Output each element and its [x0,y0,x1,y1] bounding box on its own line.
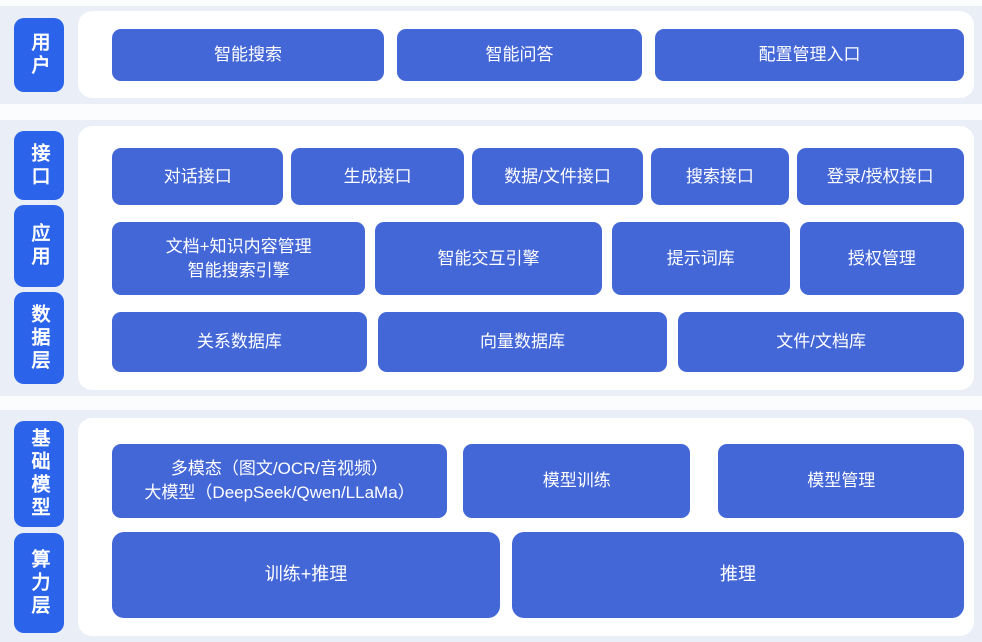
user-layer-row: 智能搜索 智能问答 配置管理入口 [112,28,964,81]
block-relational-database: 关系数据库 [112,312,367,372]
block-model-training: 模型训练 [463,444,691,518]
band-user-layer: 用户 智能搜索 智能问答 配置管理入口 [0,6,982,104]
block-file-document-store: 文件/文档库 [678,312,964,372]
layer-label-application: 应用 [14,205,64,287]
compute-layer-row: 训练+推理 推理 [112,532,964,618]
layer-label-user: 用户 [14,18,64,92]
foundation-compute-card: 多模态（图文/OCR/音视频） 大模型（DeepSeek/Qwen/LLaMa）… [78,418,974,636]
block-config-management-entry: 配置管理入口 [655,28,964,81]
block-intelligent-search: 智能搜索 [112,28,384,81]
layer-label-foundation-model: 基础模型 [14,421,64,527]
middle-layers-card: 对话接口 生成接口 数据/文件接口 搜索接口 登录/授权接口 文档+知识内容管理… [78,126,974,390]
middle-layers-label-column: 接口 应用 数据层 [0,120,78,396]
block-prompt-library: 提示词库 [611,222,790,295]
block-data-file-api: 数据/文件接口 [471,148,644,205]
block-intelligent-qa: 智能问答 [397,28,642,81]
foundation-compute-label-column: 基础模型 算力层 [0,410,78,642]
block-doc-knowledge-search-engine: 文档+知识内容管理 智能搜索引擎 [112,222,366,295]
block-auth-management: 授权管理 [799,222,965,295]
block-dialog-api: 对话接口 [112,148,284,205]
block-inference: 推理 [512,532,964,618]
block-vector-database: 向量数据库 [377,312,668,372]
foundation-model-row: 多模态（图文/OCR/音视频） 大模型（DeepSeek/Qwen/LLaMa）… [112,444,964,518]
user-layer-label-column: 用户 [0,6,78,104]
data-layer-row: 关系数据库 向量数据库 文件/文档库 [112,312,964,372]
block-multimodal-llm: 多模态（图文/OCR/音视频） 大模型（DeepSeek/Qwen/LLaMa） [112,444,448,518]
application-row: 文档+知识内容管理 智能搜索引擎 智能交互引擎 提示词库 授权管理 [112,222,965,295]
block-search-api: 搜索接口 [651,148,789,205]
block-generation-api: 生成接口 [291,148,464,205]
user-layer-card: 智能搜索 智能问答 配置管理入口 [78,11,974,98]
block-login-auth-api: 登录/授权接口 [796,148,964,205]
band-middle-layers: 接口 应用 数据层 对话接口 生成接口 数据/文件接口 搜索接口 登录/授权接口… [0,120,982,396]
block-interaction-engine: 智能交互引擎 [375,222,602,295]
layer-label-data-layer: 数据层 [14,292,64,384]
layer-label-interface: 接口 [14,131,64,200]
layer-label-compute-layer: 算力层 [14,533,64,633]
block-model-management: 模型管理 [718,444,964,518]
block-training-plus-inference: 训练+推理 [112,532,500,618]
band-foundation-compute: 基础模型 算力层 多模态（图文/OCR/音视频） 大模型（DeepSeek/Qw… [0,410,982,642]
interface-row: 对话接口 生成接口 数据/文件接口 搜索接口 登录/授权接口 [112,148,964,205]
